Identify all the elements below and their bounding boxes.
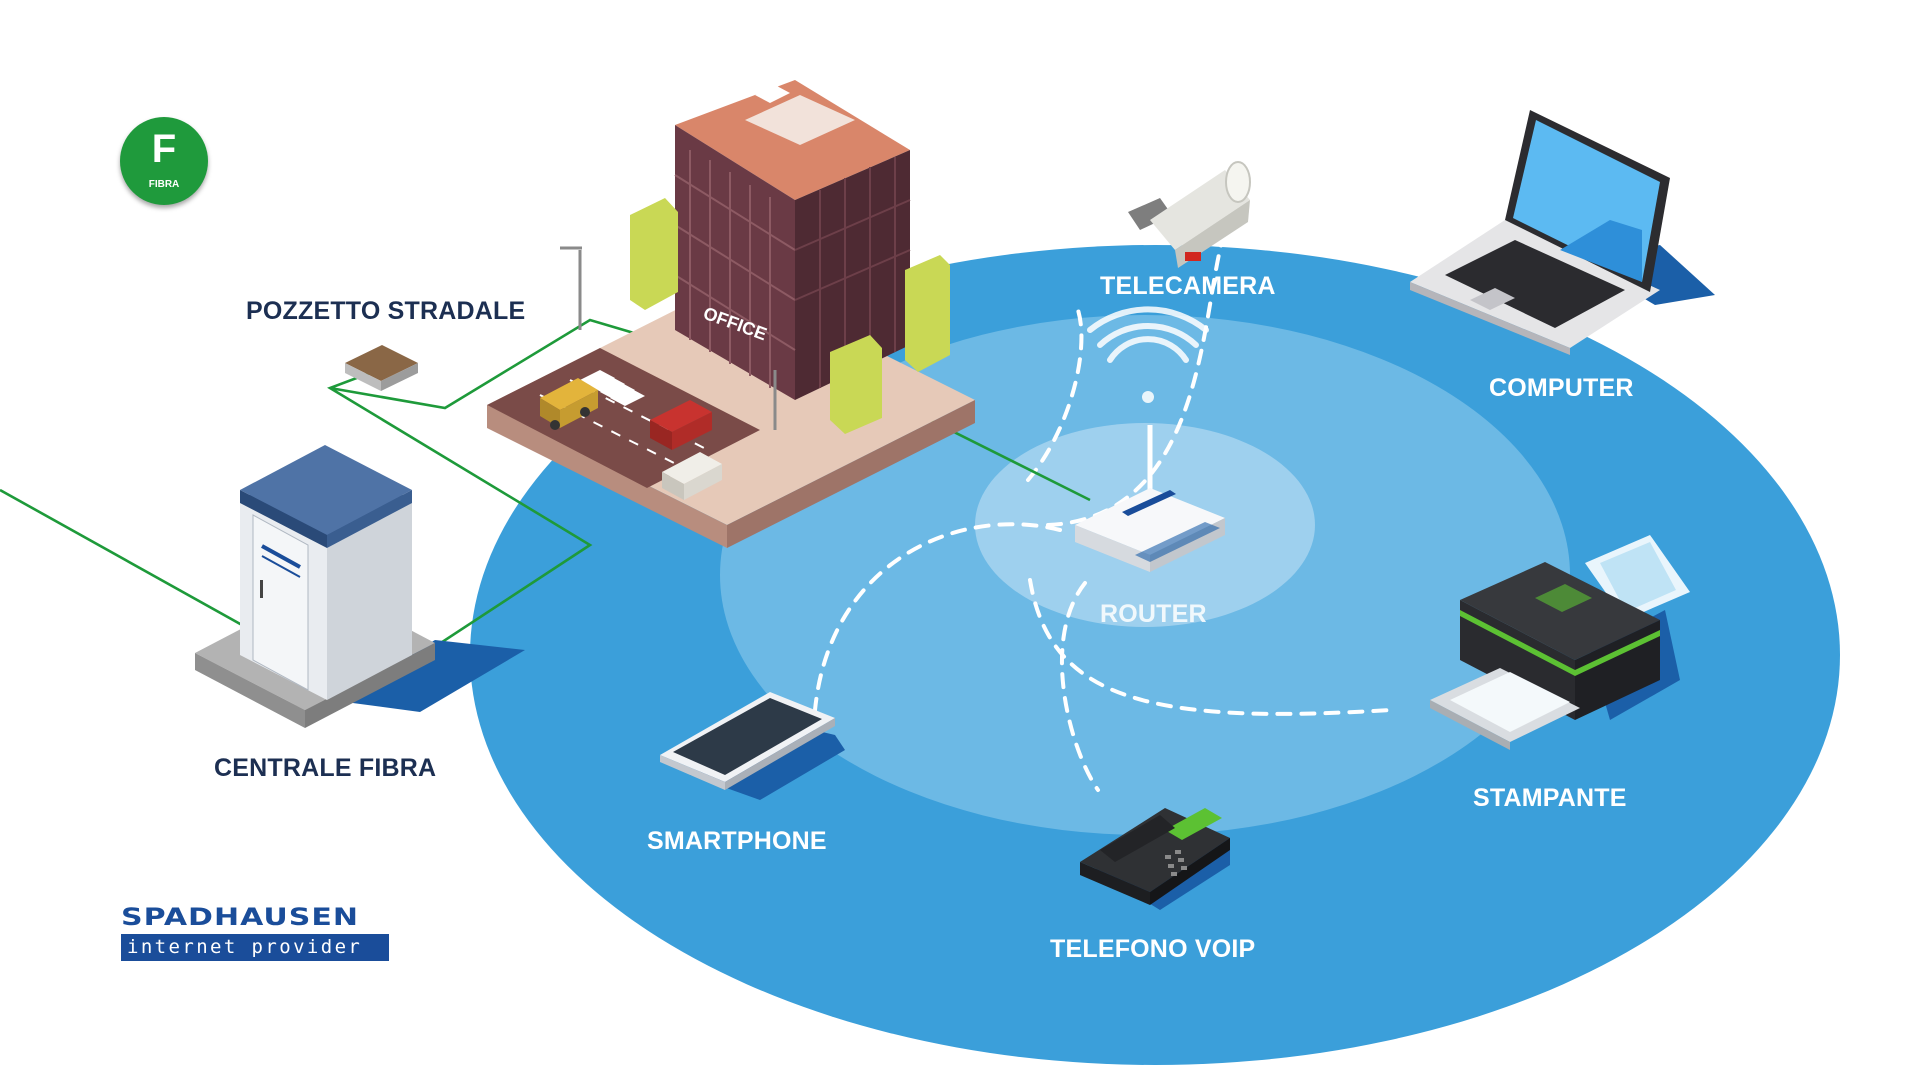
- label-telecamera: TELECAMERA: [1100, 272, 1276, 300]
- link-telefono: [1059, 581, 1100, 792]
- label-stampante: STAMPANTE: [1473, 784, 1627, 812]
- pozzetto-icon: [345, 345, 418, 391]
- wifi-signal-icon: [1087, 306, 1209, 363]
- label-centrale-fibra: CENTRALE FIBRA: [214, 754, 437, 782]
- brand-tagline: internet provider: [121, 934, 389, 961]
- fibra-badge: F FIBRA: [120, 117, 208, 205]
- fibra-badge-caption: FIBRA: [148, 179, 180, 190]
- label-computer: COMPUTER: [1489, 374, 1634, 402]
- brand-name: SPADHAUSEN: [121, 903, 359, 932]
- router-icon: [1075, 306, 1225, 572]
- label-telefono-voip: TELEFONO VOIP: [1050, 935, 1256, 963]
- telecamera-icon: [1128, 161, 1251, 268]
- fiber-lines: [0, 318, 1091, 652]
- label-smartphone: SMARTPHONE: [647, 827, 827, 855]
- fibra-badge-letter: F: [151, 127, 177, 171]
- office-building-icon: OFFICE: [487, 80, 975, 548]
- centrale-fibra-icon: [195, 445, 525, 728]
- stampante-icon: [1430, 535, 1690, 750]
- label-pozzetto-stradale: POZZETTO STRADALE: [246, 297, 526, 325]
- computer-icon: [1410, 110, 1715, 355]
- smartphone-icon: [660, 692, 845, 800]
- label-router: ROUTER: [1100, 600, 1207, 628]
- telefono-voip-icon: [1080, 808, 1230, 910]
- fiber-line-centrale: [327, 368, 593, 652]
- link-smartphone: [813, 522, 1062, 712]
- link-telecamera: [1026, 308, 1084, 482]
- fiber-line-left: [0, 488, 261, 637]
- spadhausen-logo: SPADHAUSEN internet provider: [121, 906, 389, 961]
